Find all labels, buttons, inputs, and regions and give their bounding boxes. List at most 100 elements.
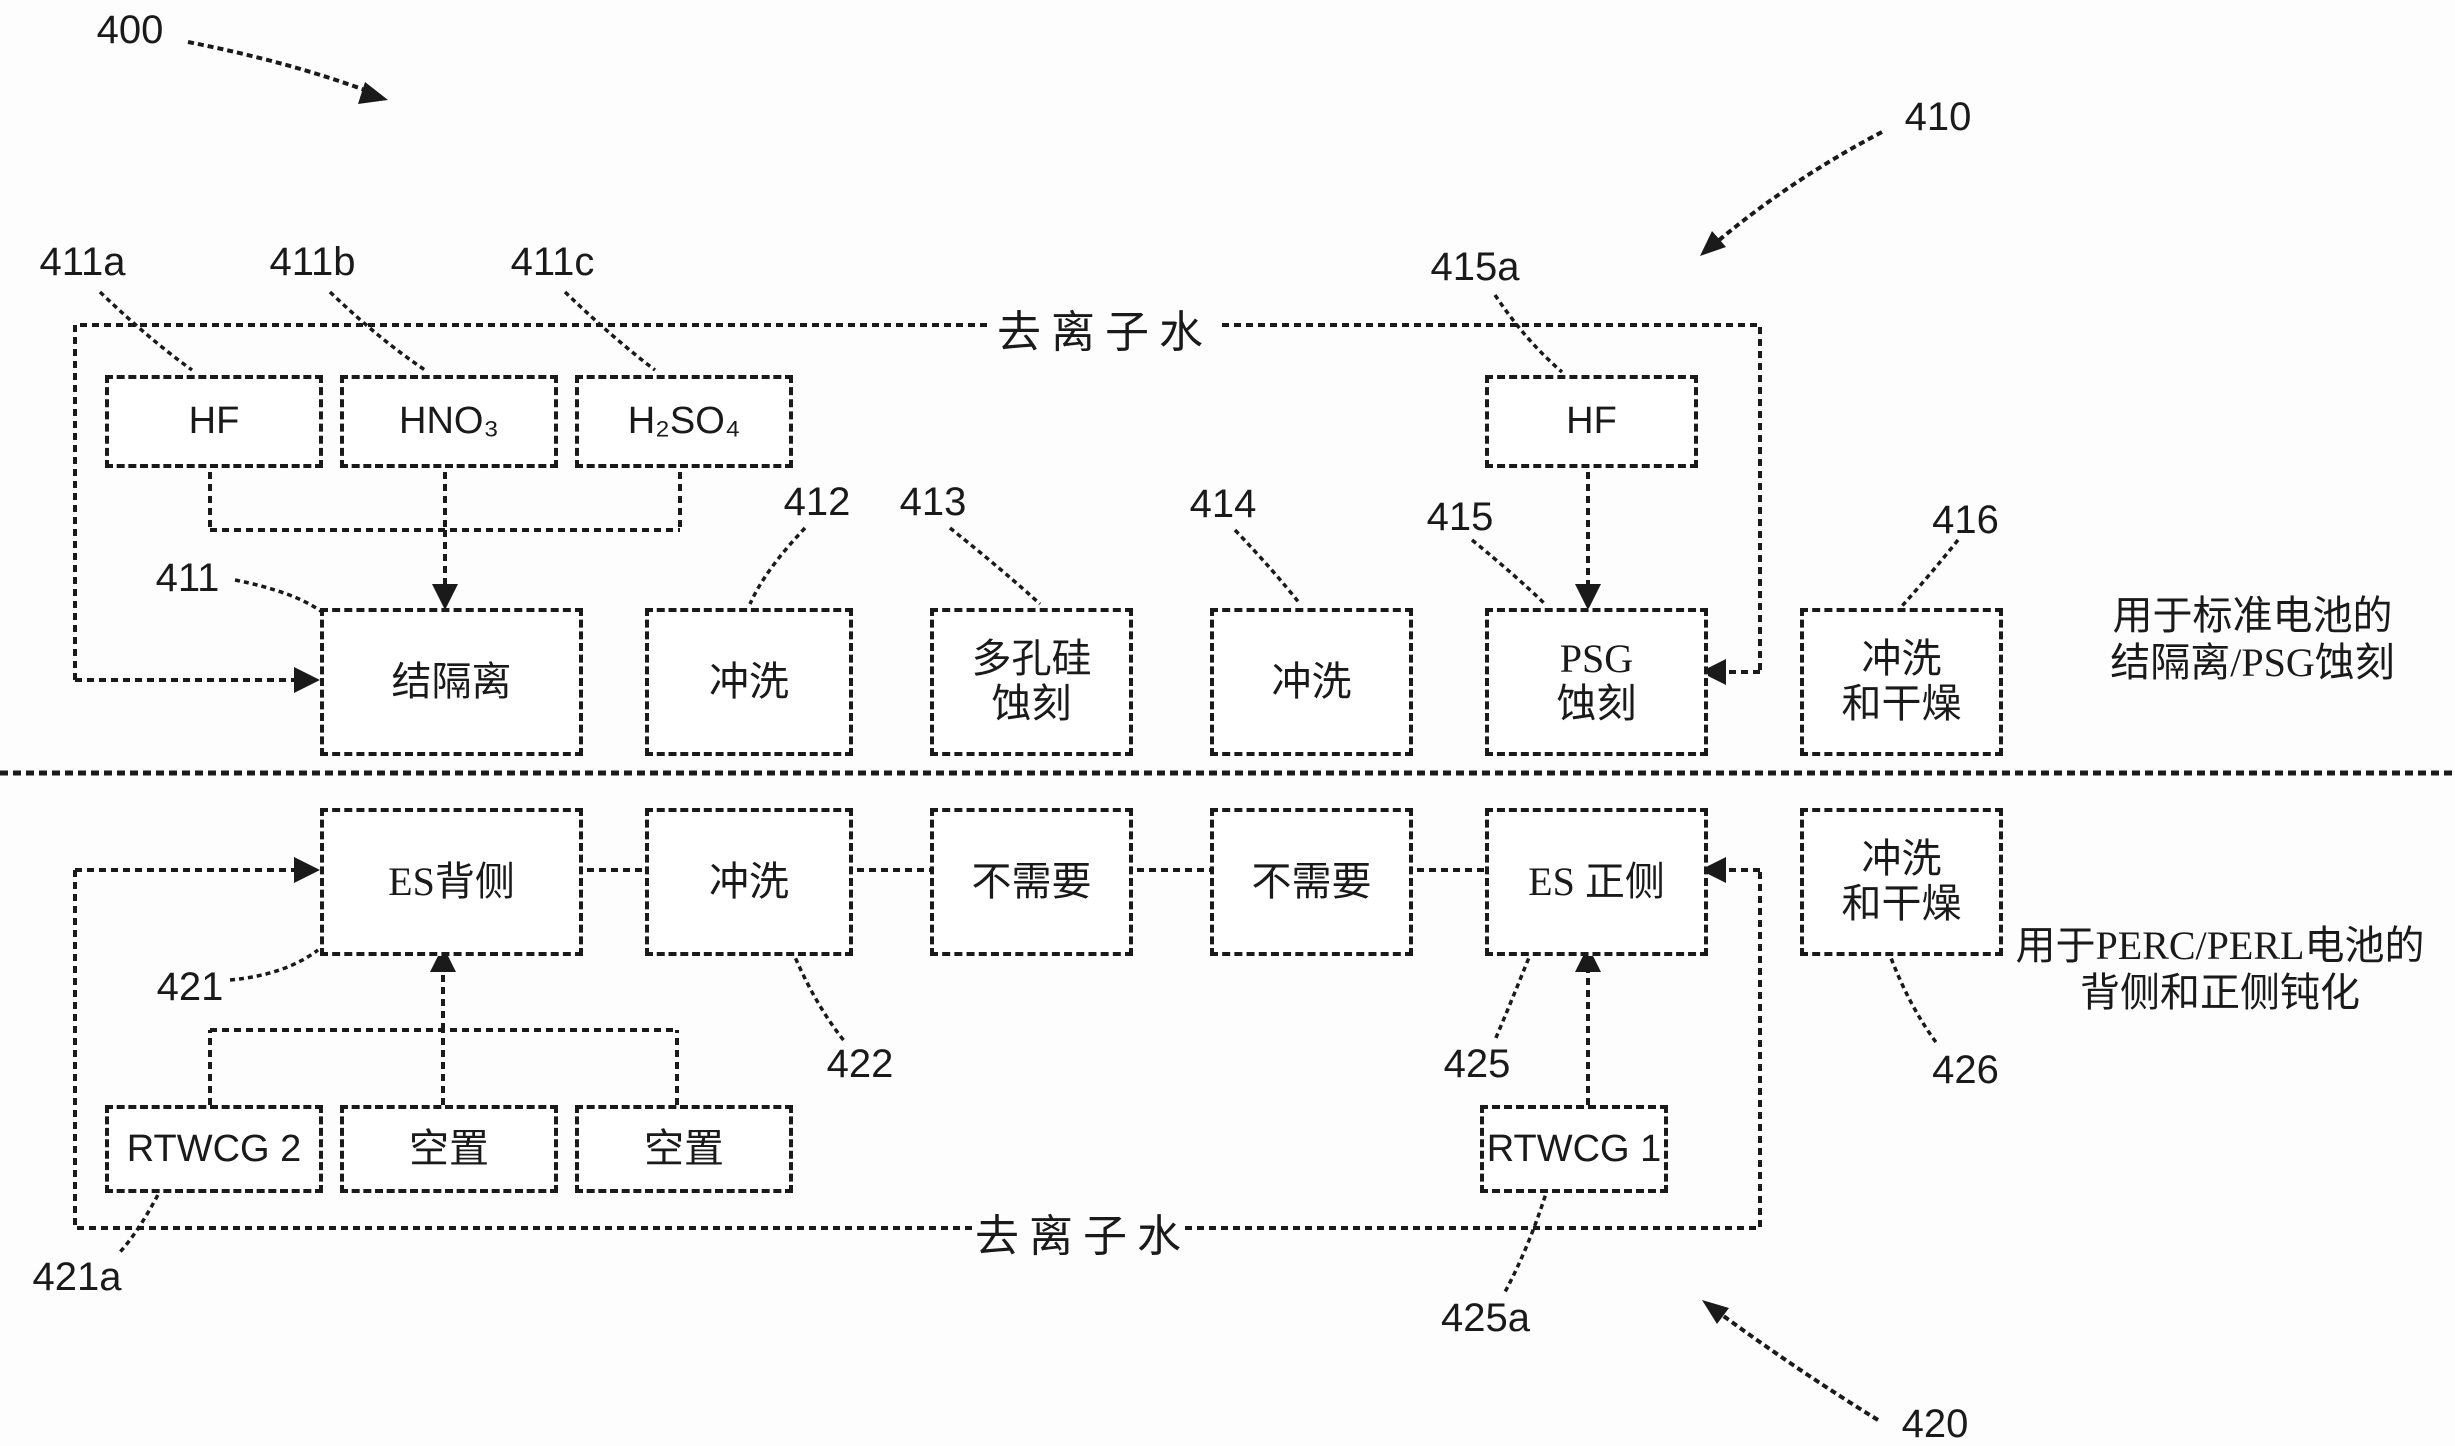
box-rinse-dry-426-line2: 和干燥 xyxy=(1841,881,1962,926)
box-not-needed-2-label: 不需要 xyxy=(1251,858,1372,904)
box-es-front-label: ES 正侧 xyxy=(1528,858,1665,904)
leader-414 xyxy=(1233,528,1302,606)
box-rinse-dry-426: 冲洗 和干燥 xyxy=(1800,808,2003,956)
box-not-needed-1: 不需要 xyxy=(930,808,1133,956)
leader-411 xyxy=(234,578,324,614)
top-di-water-line-right xyxy=(1222,323,1762,672)
arrowhead-es-front xyxy=(1700,857,1726,883)
di-water-label-top: 去离子水 xyxy=(997,308,1213,357)
box-not-needed-2: 不需要 xyxy=(1210,808,1413,956)
ref-411c: 411c xyxy=(510,240,595,284)
leader-422 xyxy=(790,949,847,1044)
leader-411b xyxy=(328,290,426,372)
ref-425: 425 xyxy=(1443,1042,1511,1086)
ref-422: 422 xyxy=(826,1042,894,1086)
top-di-water-line-left xyxy=(73,323,990,680)
box-hf-left-label: HF xyxy=(188,400,240,443)
section-ref-420: 420 xyxy=(1901,1402,1969,1446)
note-perc-perl-cell: 用于PERC/PERL电池的 背侧和正侧钝化 xyxy=(1985,922,2455,1016)
arrowhead-hf-right xyxy=(1575,584,1601,610)
box-rinse-dry-416-line1: 冲洗 xyxy=(1861,636,1942,682)
box-idle-1: 空置 xyxy=(340,1105,558,1193)
arrowhead-bottom-bus xyxy=(430,946,456,972)
box-porous-silicon-etch: 多孔硅 蚀刻 xyxy=(930,608,1133,756)
arrowhead-410 xyxy=(1700,231,1726,256)
ref-415: 415 xyxy=(1426,495,1494,539)
ref-414: 414 xyxy=(1189,482,1257,526)
box-psg-etch-line1: PSG xyxy=(1559,636,1634,682)
box-rinse-422-label: 冲洗 xyxy=(709,858,789,904)
figure-ref-arrows xyxy=(187,40,1883,1422)
ref-426: 426 xyxy=(1932,1048,1999,1092)
leader-421 xyxy=(229,948,320,982)
leader-411c xyxy=(563,290,657,372)
box-es-back-label: ES背侧 xyxy=(388,858,515,904)
leader-411a xyxy=(98,290,194,372)
leader-415a xyxy=(1493,294,1564,374)
box-hf-right-label: HF xyxy=(1566,400,1617,443)
note-standard-cell: 用于标准电池的 结隔离/PSG蚀刻 xyxy=(2050,592,2455,686)
arrowhead-psg-etch xyxy=(1700,659,1726,685)
box-rinse-422: 冲洗 xyxy=(645,808,853,956)
note-perc-perl-cell-line2: 背侧和正侧钝化 xyxy=(2080,970,2360,1016)
top-section-wiring xyxy=(73,323,1762,682)
box-hf-right: HF xyxy=(1485,375,1698,468)
leader-425a xyxy=(1503,1186,1550,1293)
box-junction-isolation-label: 结隔离 xyxy=(391,658,512,704)
ref-412: 412 xyxy=(783,480,851,524)
box-rtwcg1-label: RTWCG 1 xyxy=(1486,1127,1662,1170)
box-hno3-label: HNO₃ xyxy=(399,400,499,443)
box-hf-left: HF xyxy=(105,375,323,468)
arrow-curve-410 xyxy=(1710,130,1883,248)
box-porous-silicon-etch-line2: 蚀刻 xyxy=(991,681,1072,726)
arrowhead-rtwcg1 xyxy=(1575,946,1601,972)
leader-416 xyxy=(1900,538,1960,608)
ref-421a: 421a xyxy=(32,1255,122,1299)
leader-lines xyxy=(98,290,1960,1293)
ref-411: 411 xyxy=(155,556,220,600)
box-rinse-dry-416-line2: 和干燥 xyxy=(1841,681,1962,726)
ref-425a: 425a xyxy=(1441,1296,1530,1340)
box-es-front: ES 正侧 xyxy=(1485,808,1708,956)
ref-411a: 411a xyxy=(39,240,126,284)
leader-412 xyxy=(748,526,807,605)
leader-426 xyxy=(1886,949,1940,1047)
bottom-section-wiring xyxy=(73,868,1762,1230)
arrowhead-400 xyxy=(358,82,388,104)
box-rtwcg2: RTWCG 2 xyxy=(105,1105,323,1193)
box-not-needed-1-label: 不需要 xyxy=(971,858,1092,904)
box-idle-2: 空置 xyxy=(575,1105,793,1193)
arrowheads xyxy=(294,82,1729,1324)
ref-415a: 415a xyxy=(1430,245,1520,289)
box-rinse-414: 冲洗 xyxy=(1210,608,1413,756)
box-junction-isolation: 结隔离 xyxy=(320,608,583,756)
arrowhead-420 xyxy=(1702,1300,1729,1324)
box-porous-silicon-etch-line1: 多孔硅 xyxy=(971,636,1092,682)
arrow-curve-400 xyxy=(187,40,371,94)
box-rinse-dry-416: 冲洗 和干燥 xyxy=(1800,608,2003,756)
arrowhead-junction-isolation xyxy=(294,667,320,693)
note-standard-cell-line1: 用于标准电池的 xyxy=(2112,593,2393,638)
note-standard-cell-line2: 结隔离/PSG蚀刻 xyxy=(2110,640,2395,686)
box-rinse-414-label: 冲洗 xyxy=(1271,658,1352,704)
leader-425 xyxy=(1493,949,1534,1041)
leader-421a xyxy=(118,1186,164,1254)
figure-ref-400: 400 xyxy=(96,8,164,52)
ref-416: 416 xyxy=(1932,498,1999,542)
box-psg-etch: PSG 蚀刻 xyxy=(1485,608,1708,756)
box-rtwcg2-label: RTWCG 2 xyxy=(126,1127,302,1170)
box-es-back: ES背侧 xyxy=(320,808,583,956)
box-psg-etch-line2: 蚀刻 xyxy=(1556,681,1637,726)
box-rinse-412-label: 冲洗 xyxy=(709,658,789,704)
ref-411b: 411b xyxy=(269,240,356,284)
note-perc-perl-cell-line1: 用于PERC/PERL电池的 xyxy=(2015,923,2425,968)
box-rtwcg1: RTWCG 1 xyxy=(1480,1105,1668,1193)
leader-415 xyxy=(1470,538,1547,606)
box-h2so4: H₂SO₄ xyxy=(575,375,793,468)
box-h2so4-label: H₂SO₄ xyxy=(627,400,741,443)
arrowhead-es-back xyxy=(294,857,320,883)
arrowhead-chem-bus xyxy=(432,584,458,610)
box-idle-2-label: 空置 xyxy=(644,1125,724,1171)
